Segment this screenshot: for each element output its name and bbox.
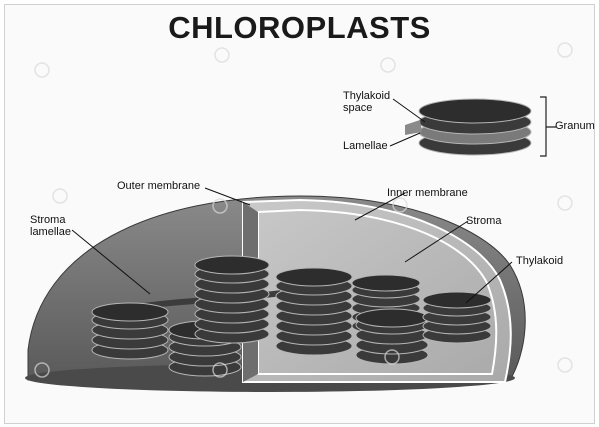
granum-bracket <box>540 97 556 156</box>
granum-stack-4 <box>276 268 352 355</box>
granum-stack-1 <box>92 303 168 359</box>
granum-stack-7 <box>423 292 491 343</box>
label-thylakoid: Thylakoid <box>516 255 563 267</box>
label-stroma: Stroma <box>466 215 501 227</box>
label-inner-membrane: Inner membrane <box>387 187 468 199</box>
granum-inset <box>405 99 531 155</box>
granum-stack-3 <box>195 256 269 343</box>
label-lamellae: Lamellae <box>343 140 388 152</box>
label-outer-membrane: Outer membrane <box>117 180 200 192</box>
granum-stack-6 <box>356 309 428 364</box>
label-granum: Granum <box>555 120 595 132</box>
